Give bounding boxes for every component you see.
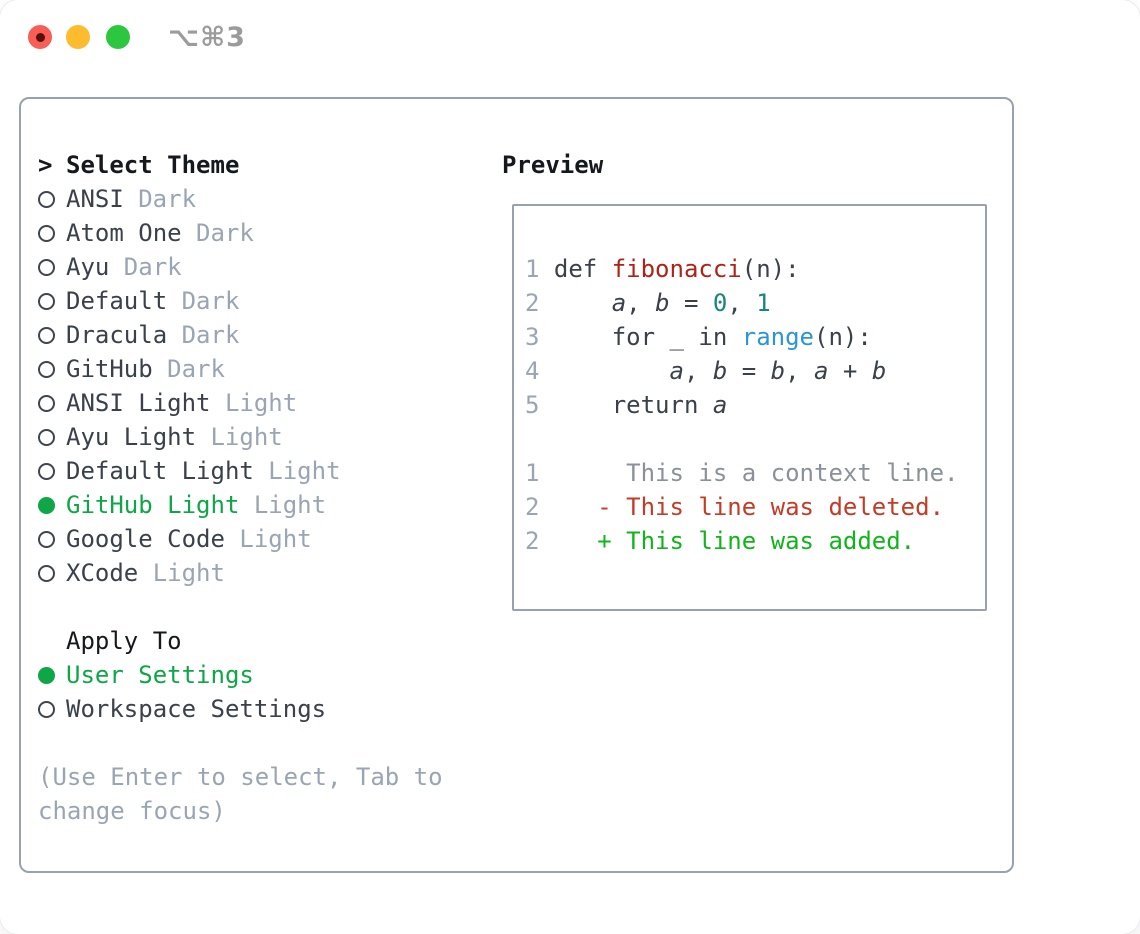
radio-selected-icon <box>38 496 66 514</box>
theme-name: Google Code <box>66 525 225 553</box>
theme-option-ansi-light[interactable]: ANSI Light Light <box>38 386 462 420</box>
line-number: 2 <box>525 527 540 555</box>
theme-name: GitHub Light <box>66 491 240 519</box>
theme-option-default-light[interactable]: Default Light Light <box>38 454 462 488</box>
preview-title: Preview <box>502 151 604 179</box>
radio-selected-icon <box>38 666 66 684</box>
apply-option-user-settings[interactable]: User Settings <box>38 658 462 692</box>
radio-icon <box>38 564 66 582</box>
radio-icon <box>38 530 66 548</box>
theme-option-github-light[interactable]: GitHub Light Light <box>38 488 462 522</box>
diff-text: - This line was deleted. <box>597 493 945 521</box>
theme-option-ansi[interactable]: ANSI Dark <box>38 182 462 216</box>
code-preview: 1 def fibonacci(n): 2 a, b = 0, 1 3 for _ … <box>525 252 886 422</box>
theme-variant: Dark <box>181 321 240 349</box>
line-number: 1 <box>525 255 540 283</box>
line-number: 4 <box>525 357 540 385</box>
theme-option-atom-one[interactable]: Atom One Dark <box>38 216 462 250</box>
radio-icon <box>38 462 66 480</box>
line-number: 1 <box>525 459 540 487</box>
theme-name: Dracula <box>66 321 168 349</box>
diff-line-deleted: 2 - This line was deleted. <box>525 490 959 524</box>
apply-option-label: User Settings <box>66 661 254 689</box>
window-title: ⌥⌘3 <box>168 22 246 53</box>
theme-name: GitHub <box>66 355 153 383</box>
theme-name: XCode <box>66 559 139 587</box>
theme-option-default[interactable]: Default Dark <box>38 284 462 318</box>
code-line-3: 3 for _ in range(n): <box>525 323 872 351</box>
diff-text: This is a context line. <box>626 459 959 487</box>
diff-line-context: 1 This is a context line. <box>525 456 959 490</box>
diff-line-added: 2 + This line was added. <box>525 524 959 558</box>
theme-variant: Light <box>210 423 283 451</box>
apply-to-title: Apply To <box>66 627 182 655</box>
code-line-1: 1 def fibonacci(n): <box>525 255 800 283</box>
theme-option-xcode[interactable]: XCode Light <box>38 556 462 590</box>
radio-icon <box>38 258 66 276</box>
theme-variant: Dark <box>167 355 225 383</box>
spacer <box>38 590 462 624</box>
apply-option-label: Workspace Settings <box>66 695 327 723</box>
hint-text: (Use Enter to select, Tab to change focu… <box>38 763 443 825</box>
line-number: 5 <box>525 391 540 419</box>
radio-icon <box>38 292 66 310</box>
theme-option-ayu[interactable]: Ayu Dark <box>38 250 462 284</box>
code-line-2: 2 a, b = 0, 1 <box>525 289 771 317</box>
radio-icon <box>38 326 66 344</box>
theme-name: Default Light <box>66 457 254 485</box>
theme-variant: Light <box>239 525 312 553</box>
theme-variant: Light <box>268 457 341 485</box>
close-button[interactable] <box>28 25 52 49</box>
apply-option-workspace-settings[interactable]: Workspace Settings <box>38 692 462 726</box>
theme-variant: Dark <box>181 287 240 315</box>
radio-icon <box>38 190 66 208</box>
theme-variant: Dark <box>123 253 182 281</box>
radio-icon <box>38 700 66 718</box>
radio-icon <box>38 428 66 446</box>
diff-preview: 1 This is a context line.2 - This line w… <box>525 456 959 558</box>
theme-variant: Dark <box>196 219 254 247</box>
diff-text: + This line was added. <box>597 527 916 555</box>
zoom-button[interactable] <box>106 25 130 49</box>
radio-icon <box>38 394 66 412</box>
theme-name: Default <box>66 287 168 315</box>
line-number: 3 <box>525 323 540 351</box>
theme-variant: Light <box>253 491 327 519</box>
line-number: 2 <box>525 493 540 521</box>
theme-variant: Dark <box>138 185 197 213</box>
apply-to-header: Apply To <box>38 624 462 658</box>
select-theme-title: Select Theme <box>66 151 240 179</box>
theme-name: Ayu Light <box>66 423 197 451</box>
theme-name: Ayu <box>66 253 110 281</box>
spacer <box>38 726 462 760</box>
code-line-5: 5 return a <box>525 391 728 419</box>
theme-name: ANSI Light <box>66 389 211 417</box>
theme-variant: Light <box>224 389 298 417</box>
close-dot-icon <box>35 32 45 42</box>
select-theme-header: > Select Theme <box>38 148 462 182</box>
radio-icon <box>38 360 66 378</box>
line-number: 2 <box>525 289 540 317</box>
theme-option-google-code[interactable]: Google Code Light <box>38 522 462 556</box>
theme-option-github[interactable]: GitHub Dark <box>38 352 462 386</box>
radio-icon <box>38 224 66 242</box>
theme-variant: Light <box>152 559 225 587</box>
theme-option-dracula[interactable]: Dracula Dark <box>38 318 462 352</box>
theme-option-ayu-light[interactable]: Ayu Light Light <box>38 420 462 454</box>
preview-box: 1 def fibonacci(n): 2 a, b = 0, 1 3 for _ … <box>512 204 987 611</box>
code-line-4: 4 a, b = b, a + b <box>525 357 887 385</box>
theme-name: ANSI <box>66 185 124 213</box>
prompt-marker-icon: > <box>38 151 53 179</box>
minimize-button[interactable] <box>66 25 90 49</box>
theme-name: Atom One <box>66 219 182 247</box>
